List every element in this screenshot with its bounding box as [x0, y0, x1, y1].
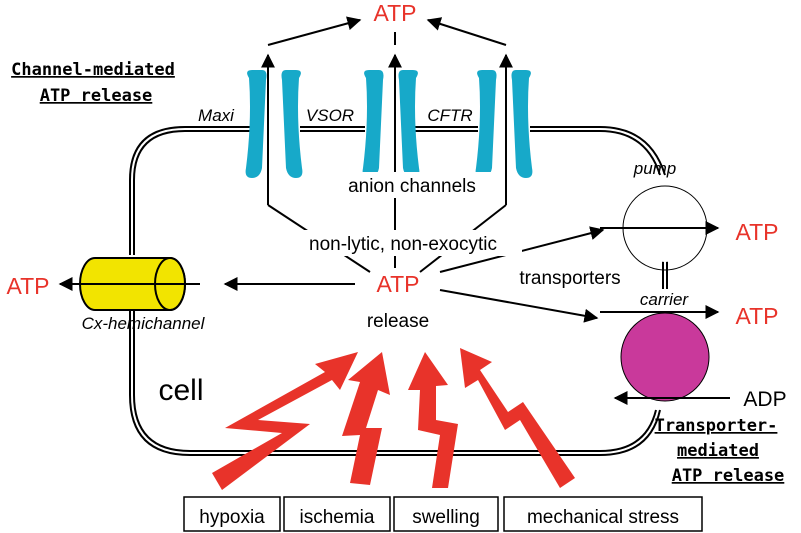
carrier-label: carrier: [640, 290, 690, 309]
stimulus-hypoxia: hypoxia: [199, 507, 265, 528]
transporter-mediated-title-2: mediated: [677, 441, 759, 461]
transporter-mediated-title-1: Transporter-: [655, 416, 778, 436]
stimulus-mechanical-stress: mechanical stress: [527, 507, 679, 528]
pump-transporter: [600, 185, 720, 271]
atp-top-label: ATP: [373, 0, 416, 26]
cftr-label: CFTR: [427, 106, 472, 125]
stimulus-arrows: [212, 348, 575, 490]
anion-channels-label: anion channels: [348, 176, 476, 197]
pump-label: pump: [633, 159, 677, 178]
atp-pump-label: ATP: [735, 219, 778, 245]
release-label: release: [367, 311, 429, 332]
vsor-channel: [362, 70, 420, 178]
cftr-channel: [475, 70, 533, 178]
maxi-label: Maxi: [198, 106, 235, 125]
atp-center-label: ATP: [376, 271, 419, 297]
stimulus-swelling: swelling: [412, 507, 480, 528]
cx-hemichannel-label: Cx-hemichannel: [82, 314, 206, 333]
channel-mediated-title-1: Channel-mediated: [11, 60, 175, 80]
stimulus-ischemia: ischemia: [300, 507, 375, 528]
vsor-label: VSOR: [306, 106, 354, 125]
transporter-mediated-title-3: ATP release: [672, 466, 785, 486]
cell-label: cell: [158, 374, 203, 407]
atp-carrier-label: ATP: [735, 303, 778, 329]
transporters-label: transporters: [519, 268, 620, 289]
cx-hemichannel: [58, 257, 200, 311]
carrier-transporter: [600, 305, 730, 405]
atp-left-label: ATP: [6, 273, 49, 299]
stimulus-boxes: hypoxia ischemia swelling mechanical str…: [183, 496, 703, 532]
adp-label: ADP: [743, 388, 786, 411]
channel-mediated-title-2: ATP release: [40, 86, 153, 106]
non-lytic-label: non-lytic, non-exocytic: [309, 234, 497, 255]
maxi-channel: [245, 70, 303, 178]
